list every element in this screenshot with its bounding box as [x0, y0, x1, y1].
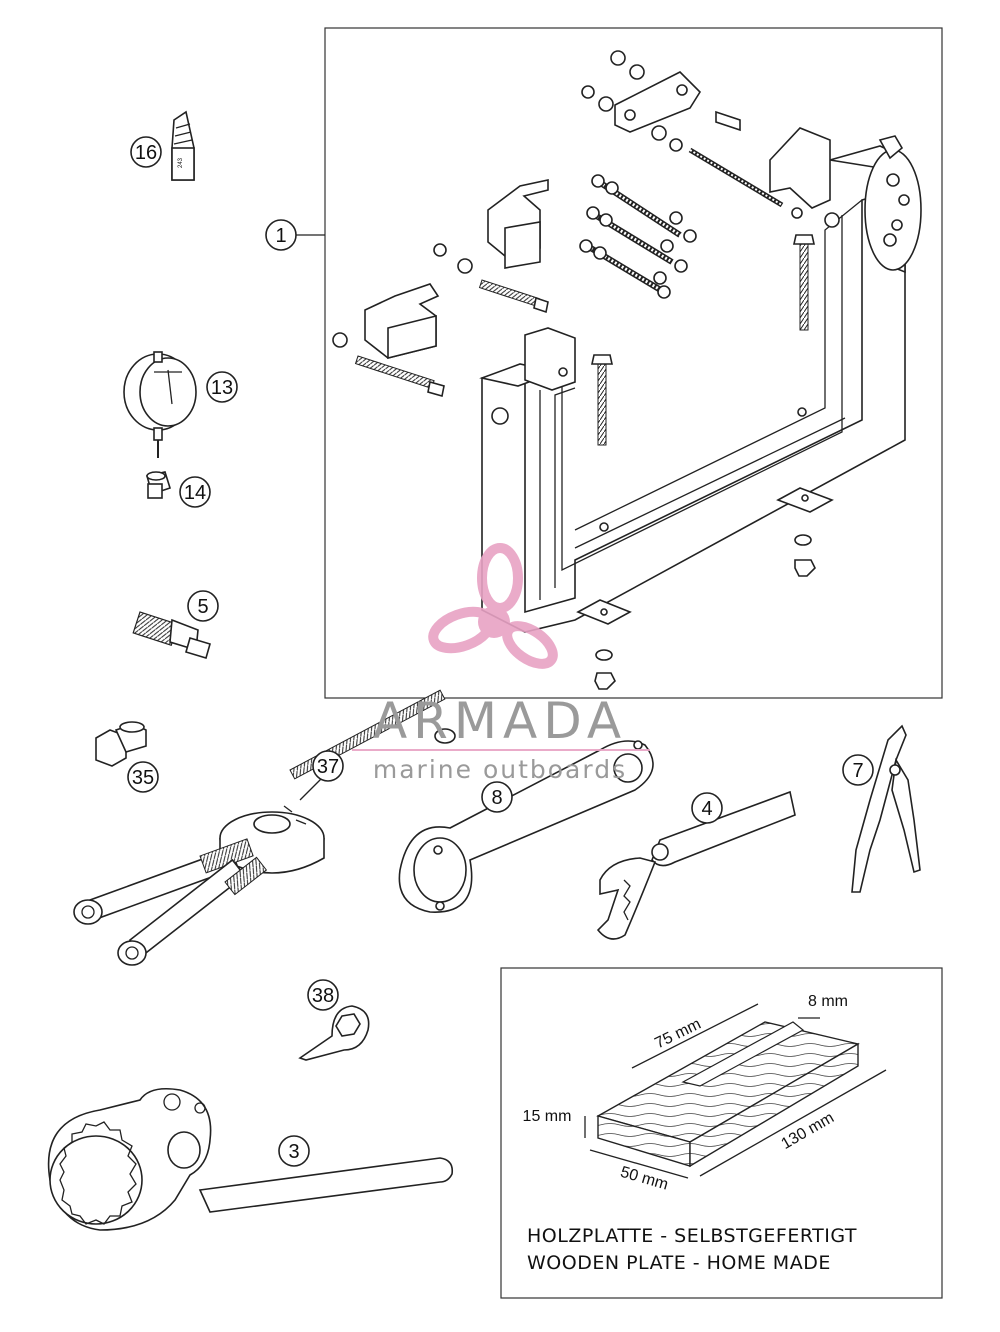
note-english: WOODEN PLATE - HOME MADE: [527, 1252, 831, 1274]
svg-text:14: 14: [184, 482, 206, 504]
watermark-tagline: marine outboards: [373, 755, 627, 784]
wooden-plate-icon: [596, 1021, 860, 1168]
dim-thickness: 15 mm: [523, 1108, 572, 1125]
engine-stand-icon: [296, 27, 943, 699]
gauge-adapter-icon: [146, 471, 171, 499]
pin-spanner-icon: [398, 740, 654, 913]
callout-16: 16: [130, 136, 162, 168]
svg-text:13: 13: [211, 377, 233, 399]
svg-text:8: 8: [491, 787, 502, 809]
callout-4: 4: [691, 792, 723, 824]
svg-text:37: 37: [317, 756, 339, 778]
svg-text:243: 243: [178, 157, 184, 168]
armada-logo: [352, 543, 650, 751]
loctite-bottle-icon: 243: [171, 110, 195, 181]
dim-length: 130 mm: [778, 1109, 837, 1153]
holding-wrench-icon: [47, 1087, 454, 1231]
puller-bolt-icon: [132, 611, 211, 659]
callout-1: 1: [265, 219, 297, 251]
hook-wrench-icon: [596, 790, 796, 940]
callout-14: 14: [179, 476, 211, 508]
svg-text:1: 1: [275, 225, 286, 247]
callout-7: 7: [842, 754, 874, 786]
lock-plate-icon: [298, 1005, 370, 1061]
wooden-plate-box: [500, 967, 943, 1299]
svg-text:7: 7: [852, 760, 863, 782]
svg-text:4: 4: [701, 798, 712, 820]
callout-35: 35: [127, 761, 159, 793]
svg-text:3: 3: [288, 1141, 299, 1163]
svg-text:16: 16: [135, 142, 157, 164]
circlip-pliers-icon: [851, 724, 921, 893]
callout-8: 8: [481, 781, 513, 813]
callout-13: 13: [206, 371, 238, 403]
callout-3: 3: [278, 1135, 310, 1167]
svg-text:35: 35: [132, 767, 154, 789]
note-german: HOLZPLATTE - SELBSTGEFERTIGT: [527, 1225, 857, 1247]
dim-width: 50 mm: [618, 1164, 670, 1194]
callout-38: 38: [307, 979, 339, 1011]
callout-37: 37: [312, 750, 344, 782]
dim-slot-offset: 75 mm: [652, 1016, 703, 1053]
dim-slot-width: 8 mm: [808, 993, 848, 1010]
callout-5: 5: [187, 590, 219, 622]
nut-socket-icon: [95, 721, 147, 767]
dial-gauge-icon: [123, 351, 197, 458]
svg-text:5: 5: [197, 596, 208, 618]
watermark-brand: ARMADA: [373, 692, 627, 750]
svg-text:38: 38: [312, 985, 334, 1007]
